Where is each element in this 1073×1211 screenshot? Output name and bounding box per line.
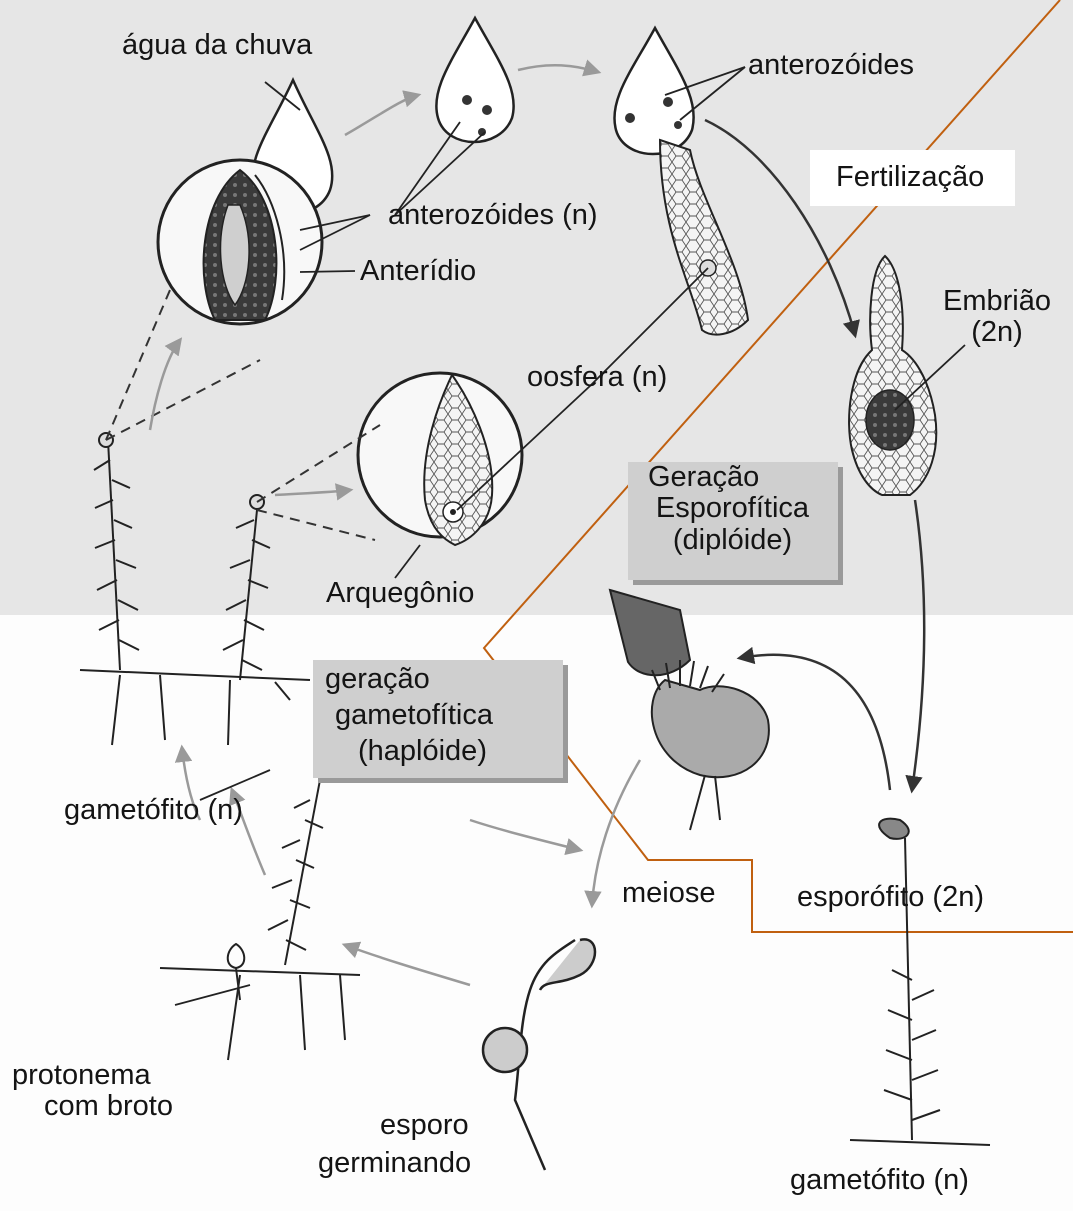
upper-background xyxy=(0,0,1073,615)
label-embriao-name: Embrião xyxy=(932,286,1062,317)
label-gametofito-left: gametófito (n) xyxy=(64,795,243,826)
label-embriao-ploidy: (2n) xyxy=(932,317,1062,348)
label-anterozoides-top: anterozóides xyxy=(748,50,914,81)
label-geracao-esporofitica: Geração Esporofítica (diplóide) xyxy=(630,462,835,556)
label-anteridio: Anterídio xyxy=(360,256,476,287)
label-germinando: germinando xyxy=(318,1148,471,1179)
label-agua-da-chuva: água da chuva xyxy=(122,30,312,61)
label-geracao-esporofitica-line2: Esporofítica xyxy=(630,493,835,524)
label-geracao-gametofitica-line2: gametofítica xyxy=(335,700,493,731)
label-meiose: meiose xyxy=(622,878,716,909)
label-gametofito-bottom: gametófito (n) xyxy=(790,1165,969,1196)
label-protonema-line1: protonema xyxy=(12,1060,173,1091)
label-geracao-gametofitica-line3: (haplóide) xyxy=(358,736,487,767)
label-geracao-gametofitica-line1: geração xyxy=(325,664,430,695)
label-anterozoides-n: anterozóides (n) xyxy=(388,200,598,231)
label-oosfera: oosfera (n) xyxy=(527,362,667,393)
label-esporo: esporo xyxy=(380,1110,469,1141)
label-fertilizacao: Fertilização xyxy=(836,162,984,193)
label-geracao-esporofitica-line1: Geração xyxy=(630,462,835,493)
label-embriao: Embrião (2n) xyxy=(932,286,1062,349)
label-geracao-esporofitica-line3: (diplóide) xyxy=(630,525,835,556)
label-esporofito: esporófito (2n) xyxy=(797,882,984,913)
label-arquegonio: Arquegônio xyxy=(326,578,474,609)
label-protonema: protonema com broto xyxy=(12,1060,173,1123)
label-protonema-line2: com broto xyxy=(12,1091,173,1122)
